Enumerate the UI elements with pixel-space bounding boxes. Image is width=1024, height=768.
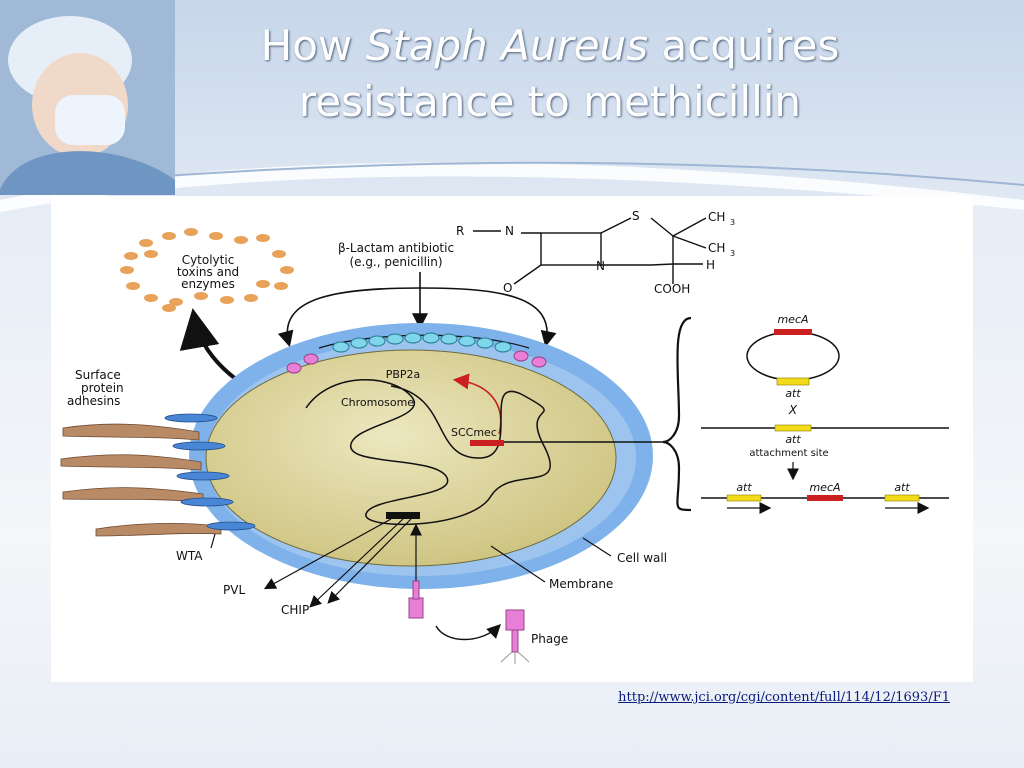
chromosome bbox=[305, 379, 551, 526]
chem-ch3-2-sub: 3 bbox=[730, 249, 735, 258]
brace bbox=[662, 316, 692, 512]
chromosome-label: Chromosome bbox=[341, 396, 414, 409]
chem-ch3-1: CH bbox=[708, 210, 725, 224]
att-right-segment bbox=[884, 494, 920, 502]
surface-adhesins bbox=[60, 413, 256, 537]
phage-free bbox=[500, 609, 530, 664]
title-part1: How bbox=[260, 21, 366, 70]
meca-top-label: mecA bbox=[777, 313, 808, 326]
sccmec-element bbox=[470, 440, 504, 446]
wta-label: WTA bbox=[176, 549, 203, 563]
title-line2: resistance to methicillin bbox=[298, 77, 802, 126]
pbp2a-proteins bbox=[286, 332, 547, 374]
toxin-dots bbox=[120, 228, 294, 312]
attachment-site-label: attachment site bbox=[749, 448, 828, 459]
beta-lactam-label-1: β-Lactam antibiotic bbox=[338, 241, 454, 255]
membrane-label: Membrane bbox=[549, 577, 613, 591]
att-left-segment bbox=[726, 494, 762, 502]
toxin-gene-arrows bbox=[263, 518, 422, 608]
phage-injecting bbox=[408, 580, 424, 619]
cytolytic-label-3: enzymes bbox=[181, 277, 235, 291]
surface-label-2: protein bbox=[81, 381, 124, 395]
mrsa-diagram: Cytolytic toxins and enzymes β-Lactam an… bbox=[51, 196, 973, 682]
meca-bottom-label: mecA bbox=[809, 481, 840, 494]
phage-label: Phage bbox=[531, 632, 568, 646]
surface-label-3: adhesins bbox=[67, 394, 120, 408]
title-part2: acquires bbox=[648, 21, 840, 70]
att-mid-label: att bbox=[785, 433, 801, 446]
chem-o: O bbox=[503, 281, 512, 295]
phage-cycle-arrow bbox=[435, 624, 501, 641]
chem-h: H bbox=[706, 258, 715, 272]
att-ring-label: att bbox=[785, 387, 801, 400]
cytoplasm bbox=[205, 349, 617, 567]
times-sign: X bbox=[788, 403, 798, 417]
source-link[interactable]: http://www.jci.org/cgi/content/full/114/… bbox=[618, 690, 950, 705]
att-left-label: att bbox=[736, 481, 752, 494]
chem-cooh: COOH bbox=[654, 282, 690, 296]
slide-title: How Staph Aureus acquires resistance to … bbox=[190, 18, 910, 130]
sccmec-label: SCCmec bbox=[451, 426, 497, 439]
pbp2a-label: PBP2a bbox=[386, 368, 421, 381]
chem-r: R bbox=[456, 224, 464, 238]
surface-label-1: Surface bbox=[75, 368, 121, 382]
chem-s: S bbox=[632, 209, 640, 223]
chem-n1: N bbox=[505, 224, 514, 238]
mec-ring bbox=[746, 329, 840, 386]
pvl-chip-gene bbox=[386, 512, 420, 519]
antibiotic-arrows bbox=[277, 272, 557, 348]
chem-n2: N bbox=[596, 259, 605, 273]
cytolytic-label-2: toxins and bbox=[177, 265, 239, 279]
meca-integrated bbox=[807, 495, 843, 501]
surgeon-photo bbox=[0, 0, 175, 195]
title-italic: Staph Aureus bbox=[365, 21, 649, 70]
pvl-label: PVL bbox=[223, 583, 245, 597]
att-site bbox=[774, 424, 812, 432]
att-right-label: att bbox=[894, 481, 910, 494]
beta-lactam-label-2: (e.g., penicillin) bbox=[349, 255, 442, 269]
chem-ch3-2: CH bbox=[708, 241, 725, 255]
penicillin-structure bbox=[473, 217, 707, 285]
chip-label: CHIP bbox=[281, 603, 309, 617]
cell-wall-label: Cell wall bbox=[617, 551, 667, 565]
chem-ch3-1-sub: 3 bbox=[730, 218, 735, 227]
cytolytic-label-1: Cytolytic bbox=[182, 253, 235, 267]
